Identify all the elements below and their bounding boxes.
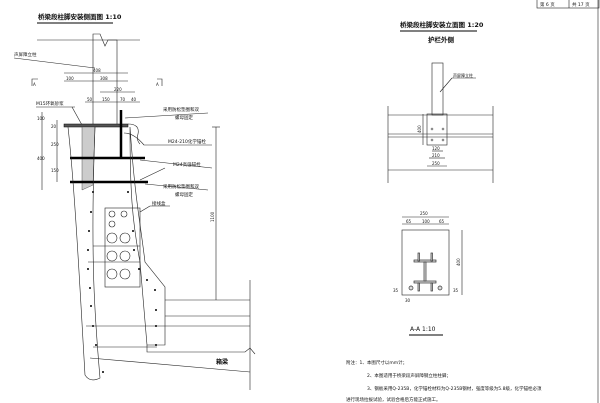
dim-v20: 20	[51, 124, 57, 129]
section-dim-100: 100	[422, 219, 430, 224]
note-3: 3、钢板采用Q-235B，化学锚栓材料为Q-235B钢材，强度等级为5.8级，化…	[367, 385, 542, 392]
notes: 附注：1、本图尺寸以mm计； 2、本图适用于桥梁段声屏障钢立柱柱脚； 3、钢板采…	[346, 359, 542, 403]
section-dim-35: 35	[453, 288, 459, 293]
dim-408: 408	[93, 68, 101, 73]
section-mark-left: A	[33, 82, 36, 87]
dim-v100: 100	[37, 116, 45, 121]
dim-40: 40	[131, 97, 137, 102]
dim-70: 70	[120, 97, 126, 102]
dim-50: 50	[87, 97, 93, 102]
elevation-dim-210: 210	[432, 153, 440, 158]
elevation-view: 桥梁段柱脚安装立面图 1:20 护栏外侧 声屏障立柱 400 120 210 2…	[387, 20, 494, 183]
hs-anchor-label: M24高强锚栓	[173, 161, 201, 168]
elevation-dim-250: 250	[432, 161, 440, 166]
washer-label-top-2: 螺母固定	[175, 114, 193, 121]
page-total: 共 17 页	[572, 1, 590, 8]
section-dim-400: 400	[456, 258, 461, 266]
elevation-title: 桥梁段柱脚安装立面图 1:20	[400, 20, 484, 29]
side-view: 桥梁段柱脚安装侧面图 1:10 声屏障立柱 408 100 308 A A 22…	[13, 12, 256, 390]
dim-100: 100	[66, 76, 74, 81]
dim-v1100: 1100	[210, 211, 215, 222]
elevation-post-label: 声屏障立柱	[453, 72, 473, 78]
elevation-subtitle: 护栏外侧	[428, 35, 455, 44]
page-header: 第 6 页 共 17 页	[536, 0, 600, 403]
junction-box	[104, 207, 141, 288]
dim-220: 220	[114, 87, 122, 92]
elevation-dim-120: 120	[432, 146, 440, 151]
washer-label-bottom: 采用防松垫圈和双	[163, 183, 199, 190]
section-dim-65a: 65	[406, 219, 412, 224]
section-dim-250: 250	[420, 211, 428, 216]
side-view-title: 桥梁段柱脚安装侧面图 1:10	[38, 12, 122, 21]
box-girder-label: 箱梁	[216, 358, 228, 366]
section-dim-65b: 65	[439, 219, 445, 224]
dim-v150: 150	[51, 168, 59, 173]
note-1: 附注：1、本图尺寸以mm计；	[346, 359, 407, 366]
section-mark-right: A	[156, 82, 159, 87]
mortar-label: M15环氧砂浆	[36, 100, 64, 107]
washer-label-bottom-2: 螺母固定	[175, 191, 193, 198]
elevation-dim-400: 400	[417, 125, 422, 133]
section-view: 250 65 100 65 400 35 35 30 A-A 1:10	[393, 211, 463, 336]
dim-v250: 250	[51, 142, 59, 147]
section-dim-35-left: 35	[393, 288, 399, 293]
junction-box-label: 接线盒	[152, 200, 166, 207]
dim-v400: 400	[37, 156, 45, 161]
chem-anchor-label: M24-210化学锚栓	[168, 138, 206, 145]
page-number: 第 6 页	[540, 1, 555, 8]
note-3-continued: 进行现场拉拔试验，试验合格后方能正式施工。	[346, 396, 441, 403]
section-dim-30: 30	[405, 298, 411, 303]
section-title: A-A 1:10	[410, 326, 436, 333]
dim-308: 308	[100, 76, 108, 81]
washer-label-top: 采用防松垫圈和双	[163, 106, 199, 113]
post-label: 声屏障立柱	[14, 51, 37, 58]
dim-150: 150	[102, 97, 110, 102]
note-2: 2、本图适用于桥梁段声屏障钢立柱柱脚；	[367, 372, 451, 379]
